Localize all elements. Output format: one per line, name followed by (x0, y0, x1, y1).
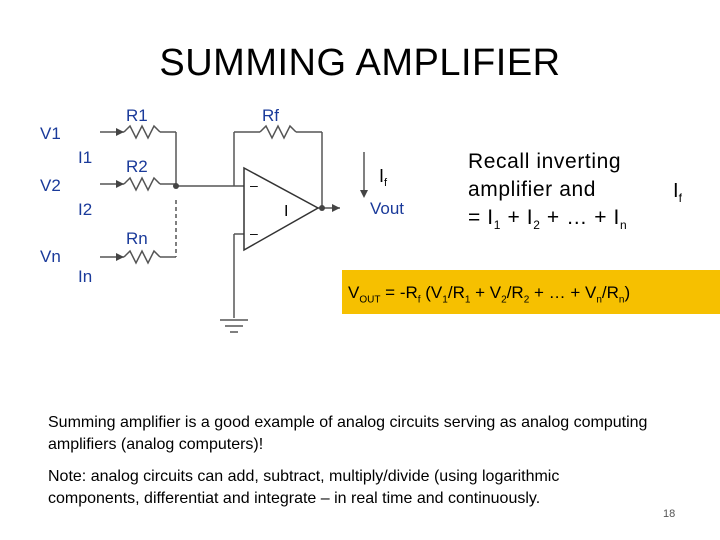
recall-text: Recall inverting amplifier and = I1 + I2… (468, 148, 627, 239)
arrow-head-i1 (116, 128, 124, 136)
arrow-head-i2 (116, 180, 124, 188)
page-number: 18 (663, 508, 676, 520)
input-current-1: I1 (78, 148, 92, 167)
recall-line-2: amplifier and (468, 178, 597, 201)
paragraph-note: Note: analog circuits can add, subtract,… (48, 468, 560, 507)
output-label: Vout (370, 199, 404, 218)
resistor-label-r2: R2 (126, 157, 148, 176)
arrow-head-in (116, 253, 124, 261)
if-label-right: If (673, 180, 682, 205)
resistor-r2 (123, 176, 161, 192)
resistor-label-r1: R1 (126, 106, 148, 125)
op-amp-label: I (284, 203, 288, 220)
input-current-n: In (78, 267, 92, 286)
resistor-label-rn: Rn (126, 229, 148, 248)
resistor-r1 (123, 124, 161, 140)
node-feedback (319, 205, 325, 211)
recall-line-3: = I1 + I2 + … + In (468, 206, 628, 233)
input-voltage-2: V2 (40, 176, 61, 195)
vout-formula-box: VOUT = -Rf (V1/R1 + V2/R2 + … + Vn/Rn) (342, 270, 720, 314)
op-amp-triangle (243, 166, 320, 252)
resistor-rf (259, 124, 297, 140)
arrow-head-vout (332, 204, 340, 212)
input-voltage-1: V1 (40, 124, 61, 143)
minus-sign-bottom: – (250, 225, 258, 241)
slide-title: SUMMING AMPLIFIER (159, 42, 561, 84)
resistor-rn (123, 249, 161, 265)
arrow-head-if (360, 190, 368, 198)
recall-line-1: Recall inverting (468, 150, 622, 173)
minus-sign-top: – (250, 177, 258, 193)
node-sum (173, 183, 179, 189)
paragraph-summing: Summing amplifier is a good example of a… (48, 414, 648, 453)
input-voltage-n: Vn (40, 247, 61, 266)
input-current-2: I2 (78, 200, 92, 219)
feedback-current-label: If (379, 166, 388, 189)
resistor-label-rf: Rf (262, 106, 279, 125)
